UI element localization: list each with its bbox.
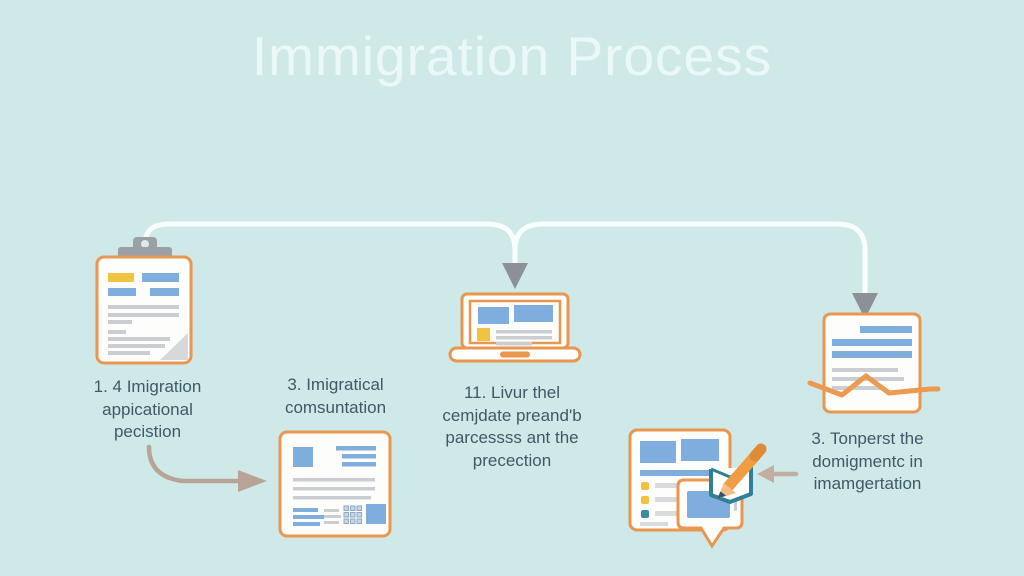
- connector-right: [512, 221, 868, 295]
- arrow-right-icon: [238, 470, 267, 492]
- laptop-icon: [448, 292, 582, 364]
- page-title: Immigration Process: [251, 25, 773, 87]
- form-document-icon: [278, 430, 392, 540]
- arrow-down-icon: [502, 263, 528, 289]
- document-pencil-icon: [625, 425, 775, 553]
- step-label-consultation: 3. Imigratical comsuntation: [284, 375, 387, 417]
- step-label-application: 1. 4 Imigration appicational pecistion: [93, 377, 202, 442]
- connector-left: [142, 221, 518, 265]
- line-chart-glyph: [807, 373, 941, 398]
- report-chart-icon: [807, 310, 941, 416]
- step-label-online: 11. Livur thel cemjdate preand'b parcess…: [442, 383, 582, 470]
- step-label-report: 3. Tonperst the domigmentc in imamgertat…: [811, 429, 924, 494]
- curved-arrow-line: [146, 444, 241, 484]
- pencil-glyph: [717, 443, 767, 499]
- clipboard-icon: [95, 233, 195, 367]
